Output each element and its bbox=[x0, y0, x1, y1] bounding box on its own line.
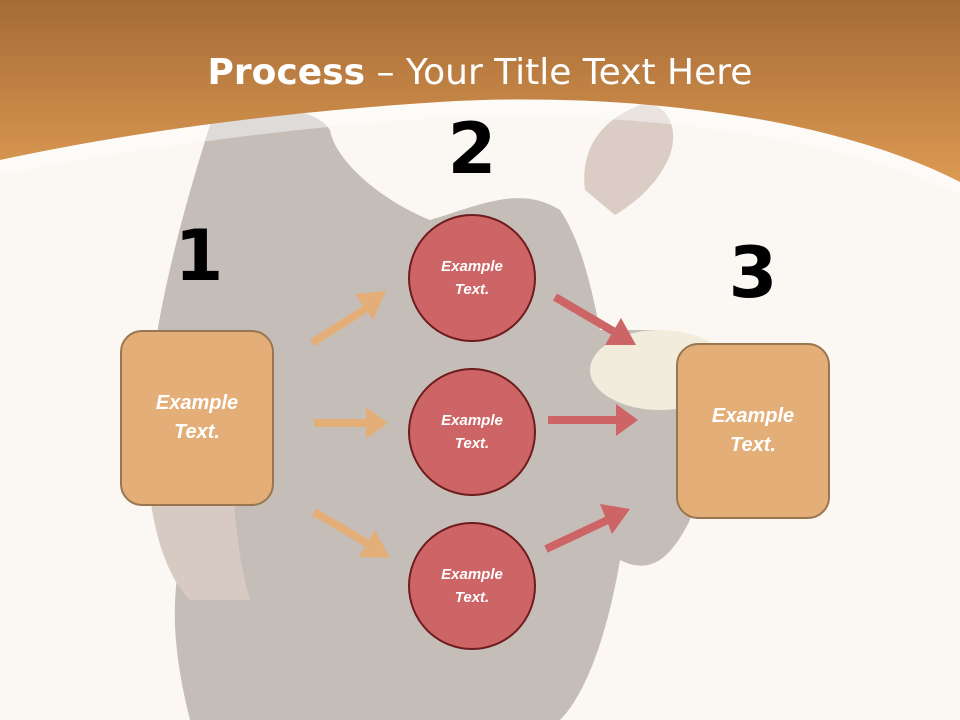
step-3-line-1: Example bbox=[711, 405, 795, 427]
arrow-1-to-bottom-head bbox=[359, 530, 390, 558]
step-1-line-1: Example bbox=[155, 392, 239, 414]
middle-node-center-line-1: Example bbox=[441, 412, 503, 429]
title-bold: Process bbox=[207, 52, 366, 93]
title-rest: – Your Title Text Here bbox=[365, 52, 753, 93]
arrow-1-to-top bbox=[309, 302, 373, 347]
middle-node-top-line-2: Text. bbox=[454, 281, 490, 298]
arrow-1-to-bottom bbox=[311, 508, 375, 550]
arrow-1-to-top-head bbox=[355, 291, 386, 320]
middle-node-bottom-line-2: Text. bbox=[454, 589, 490, 606]
header-band bbox=[0, 0, 960, 182]
arrow-bottom-to-3 bbox=[544, 514, 614, 553]
step-number-1: 1 bbox=[174, 215, 224, 297]
arrow-top-to-3-head bbox=[605, 318, 636, 345]
connector-arrows bbox=[309, 291, 638, 558]
step-number-3: 3 bbox=[728, 232, 778, 314]
slide-title: Process – Your Title Text Here bbox=[0, 52, 960, 93]
middle-node-top: Example Text. bbox=[408, 214, 536, 342]
arrow-mid-to-3-head bbox=[616, 404, 638, 436]
arrow-1-to-mid-head bbox=[366, 407, 388, 439]
step-number-2: 2 bbox=[447, 108, 497, 190]
middle-node-bottom: Example Text. bbox=[408, 522, 536, 650]
middle-node-top-line-1: Example bbox=[441, 258, 503, 275]
arrow-top-to-3 bbox=[552, 293, 621, 338]
step-1-box: Example Text. bbox=[120, 330, 274, 506]
step-1-line-2: Text. bbox=[174, 421, 220, 443]
header-swoosh bbox=[0, 99, 960, 195]
step-3-line-2: Text. bbox=[730, 434, 776, 456]
arrow-bottom-to-3-head bbox=[600, 504, 630, 534]
middle-node-center: Example Text. bbox=[408, 368, 536, 496]
middle-node-center-line-2: Text. bbox=[454, 435, 490, 452]
step-3-box: Example Text. bbox=[676, 343, 830, 519]
middle-node-bottom-line-1: Example bbox=[441, 566, 503, 583]
